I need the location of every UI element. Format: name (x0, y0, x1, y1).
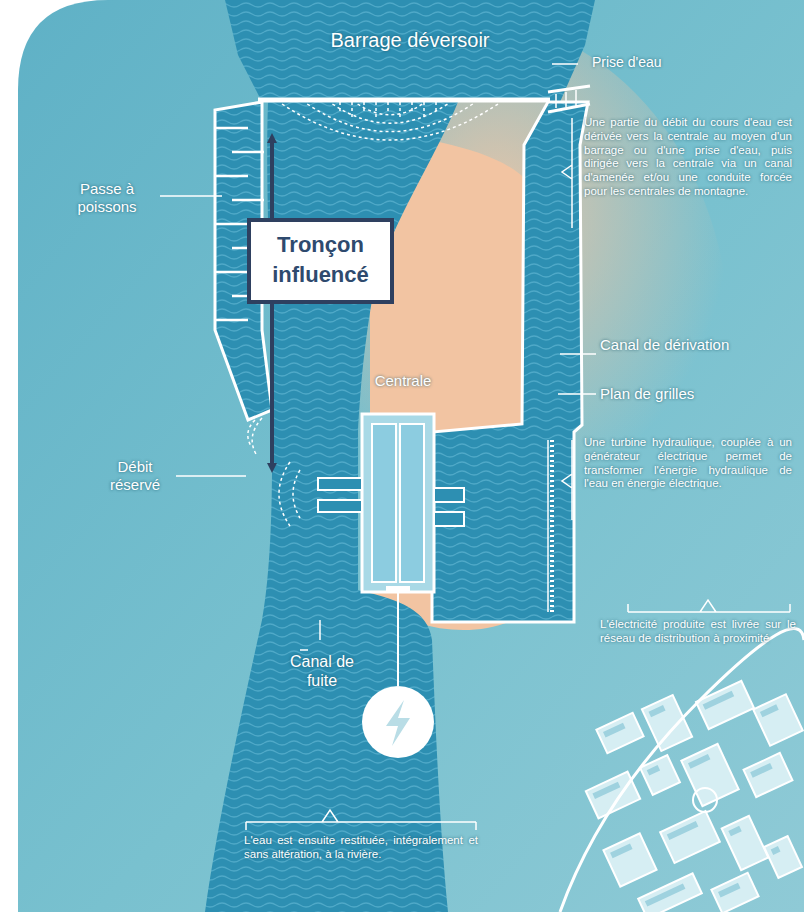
reserved-flow (248, 418, 262, 454)
bracket (562, 440, 572, 520)
part-name: Débit réservé (95, 458, 175, 494)
upstream-river (225, 0, 595, 102)
bracket (562, 118, 572, 228)
outlet-pipe (318, 500, 362, 512)
reach-label-box: Tronçon influencé (247, 218, 394, 304)
node-text: Tronçon influencé (265, 230, 376, 289)
power-line (397, 592, 399, 686)
trash-rack-frame (547, 440, 549, 612)
turbine-unit (372, 424, 396, 582)
leader-line (558, 393, 596, 395)
weir-label: Barrage déversoir (225, 28, 595, 52)
part-name: Passe à poissons (52, 180, 162, 216)
trash-rack (550, 440, 554, 612)
leader-line (319, 620, 321, 640)
leader-line (560, 353, 596, 355)
part-name: Prise d'eau (592, 54, 712, 71)
part-name: Canal de fuite (282, 652, 362, 690)
leader-line (397, 596, 399, 600)
leader-line (160, 195, 222, 197)
river-reach (205, 102, 458, 912)
electricity-symbol (362, 686, 434, 758)
powerhouse (362, 414, 434, 592)
note: Une partie du débit du cours d'eau est d… (584, 116, 792, 199)
turbine-unit (400, 424, 424, 582)
water-intake (548, 86, 590, 112)
lightning-bolt (386, 700, 410, 746)
note: L'électricité produite est livrée sur le… (600, 618, 796, 646)
note: L'eau est ensuite restituée, intégraleme… (244, 834, 478, 862)
part-name: Canal de dérivation (600, 336, 750, 354)
penstock (434, 512, 464, 526)
power-terminal (386, 586, 410, 592)
intake-grid (556, 90, 576, 108)
bracket (246, 810, 476, 830)
note: Une turbine hydraulique, couplée à un gé… (584, 436, 792, 491)
leader-line (300, 649, 308, 651)
weir-dam (258, 98, 550, 103)
derivation-canal (432, 102, 588, 622)
part-name: Centrale (358, 372, 448, 390)
spillway-flow (282, 102, 498, 140)
penstock (434, 488, 464, 502)
bracket (628, 600, 790, 612)
city (560, 629, 804, 912)
outflow (279, 462, 300, 526)
part-name: Plan de grilles (600, 385, 750, 403)
leader-line (176, 475, 246, 477)
panel-ground (18, 0, 804, 912)
outlet-pipe (318, 478, 362, 490)
leader-line (552, 63, 578, 65)
